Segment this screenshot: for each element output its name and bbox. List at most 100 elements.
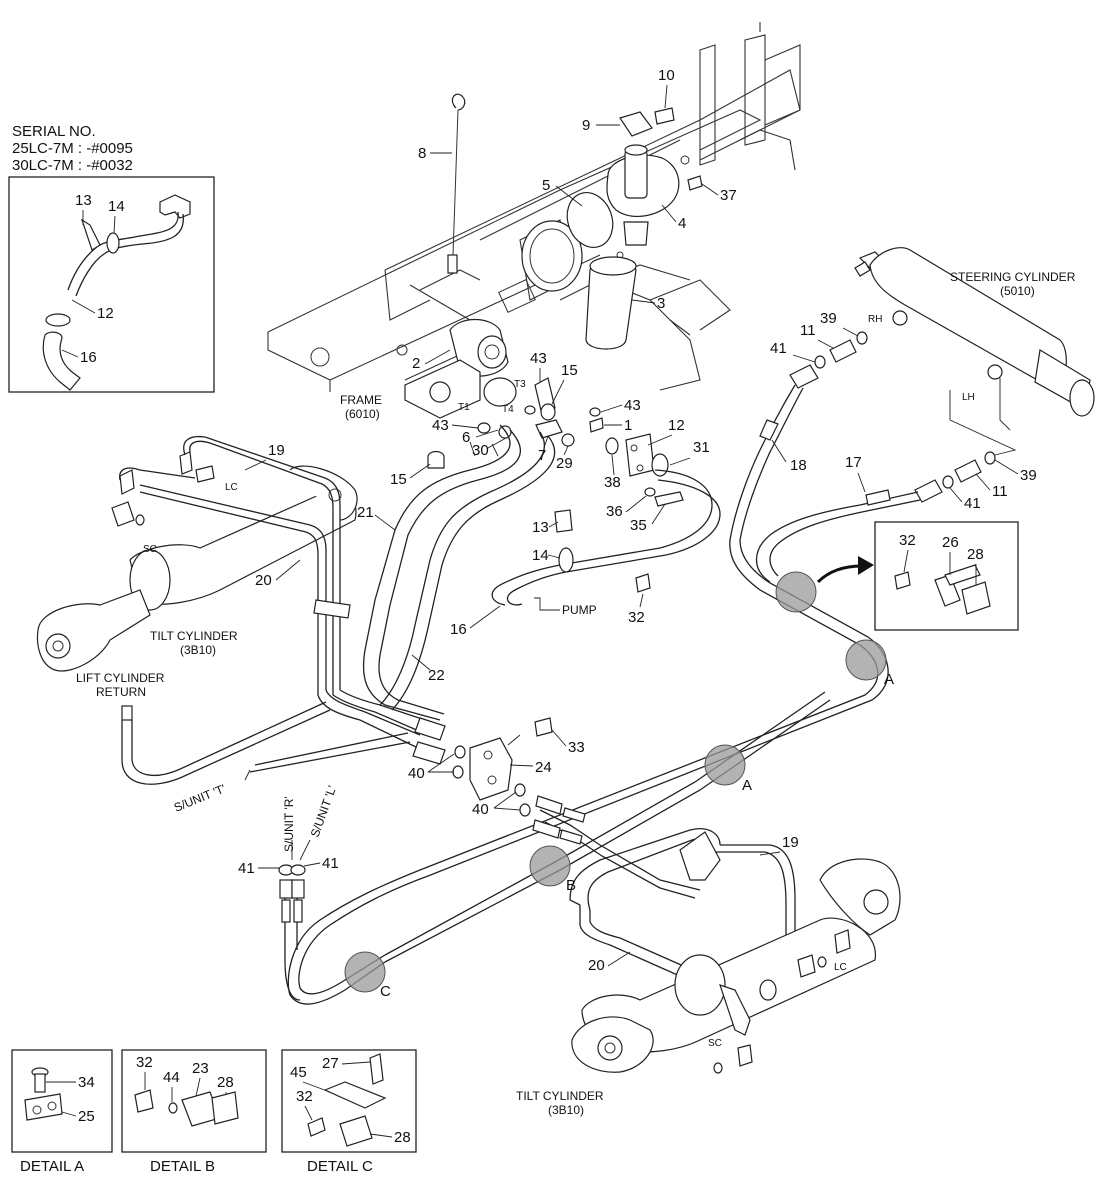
bolt-32-inset xyxy=(894,571,911,590)
hose-18-b xyxy=(739,387,869,638)
filler-neck xyxy=(624,149,648,199)
port-rh: RH xyxy=(868,314,882,325)
detail-a-part-25: 25 xyxy=(78,1108,95,1125)
tilt-cylinder-code: (3B10) xyxy=(180,643,216,657)
port-plate xyxy=(483,377,517,407)
lower-clevis xyxy=(819,858,901,936)
pipe-sunit-r xyxy=(284,885,301,1001)
detail-b-box: 32 44 23 28 DETAIL B xyxy=(121,1049,267,1175)
callout-14-inset: 14 xyxy=(108,198,125,215)
detail-spot-a1 xyxy=(845,639,887,681)
flange-12 xyxy=(625,433,655,477)
pipe-main-c xyxy=(384,699,831,963)
return-pipe-b xyxy=(131,701,327,776)
clamp-28-inset xyxy=(961,581,991,615)
detail-spot-c xyxy=(344,951,386,993)
callout-13-inset: 13 xyxy=(75,192,92,209)
o-ring-39-lh xyxy=(984,451,996,465)
callout-39-rh: 39 xyxy=(820,310,837,327)
tilt-cylinder-rod-end xyxy=(36,589,151,672)
frame-structure xyxy=(267,22,801,392)
lower-hose-end xyxy=(719,984,751,1036)
clamp-lower xyxy=(679,831,721,881)
pipe-20 xyxy=(139,484,327,690)
pipe-20-lower-b xyxy=(589,910,725,986)
callout-41-rh: 41 xyxy=(770,340,787,357)
detail-spot-upper-right xyxy=(775,571,817,613)
tilt-cylinder-label: TILT CYLINDER xyxy=(150,629,238,643)
pipe-22-b xyxy=(391,435,556,711)
callout-26-inset: 26 xyxy=(942,534,959,551)
lift-return-label-2: RETURN xyxy=(96,685,146,699)
pipe-19 xyxy=(183,435,341,690)
callout-43-a: 43 xyxy=(530,350,547,367)
serial-number-block: SERIAL NO. 25LC-7M : -#0095 30LC-7M : -#… xyxy=(8,123,215,393)
pipe-19-down xyxy=(339,689,441,726)
lift-return: LIFT CYLINDER RETURN S/UNIT 'T' xyxy=(76,671,411,815)
o-ring-41-rh xyxy=(814,355,826,369)
o-ring-43 xyxy=(477,422,491,434)
callout-4: 4 xyxy=(678,215,686,232)
pipe-21 xyxy=(362,424,511,721)
callout-41-sunit-l: 41 xyxy=(322,855,339,872)
callout-12-inset: 12 xyxy=(97,305,114,322)
detail-spot-a2 xyxy=(704,744,746,786)
callout-19-lower: 19 xyxy=(782,834,799,851)
bolt-32 xyxy=(635,573,651,593)
callout-20-lower: 20 xyxy=(588,957,605,974)
callout-6: 6 xyxy=(462,429,470,446)
o-ring-40-a xyxy=(454,745,466,759)
detail-c-box: 27 45 32 28 DETAIL C xyxy=(281,1049,417,1175)
detail-c-caption: DETAIL C xyxy=(307,1158,373,1175)
bolt-32-b xyxy=(134,1089,154,1113)
callout-3: 3 xyxy=(657,295,665,312)
callout-1: 1 xyxy=(624,417,632,434)
callout-2: 2 xyxy=(412,355,420,372)
o-ring-40-c xyxy=(514,783,526,797)
hose-17-b xyxy=(769,499,921,577)
callout-43-b: 43 xyxy=(432,417,449,434)
fitting-sc-lower xyxy=(737,1044,753,1067)
sunit-t-label: S/UNIT 'T' xyxy=(172,781,228,814)
pipe-20-lower-a xyxy=(579,905,721,996)
callout-28-inset: 28 xyxy=(967,546,984,563)
pipe-main-d xyxy=(384,691,826,956)
strainer-stem xyxy=(623,221,649,246)
callout-14: 14 xyxy=(532,547,549,564)
detail-c-part-28: 28 xyxy=(394,1129,411,1146)
sunit-t-pipe-b xyxy=(254,732,409,766)
filters: 3 2 xyxy=(412,256,665,377)
callout-33: 33 xyxy=(568,739,585,756)
detail-b-caption: DETAIL B xyxy=(150,1158,215,1175)
lift-return-label-1: LIFT CYLINDER xyxy=(76,671,165,685)
inset-pipe-12-b xyxy=(75,213,184,297)
inset-ring xyxy=(45,313,71,327)
pump-connection: 12 31 36 35 xyxy=(606,417,710,534)
detail-a-box: 34 25 DETAIL A xyxy=(11,1049,113,1175)
bolt-32-c xyxy=(307,1117,326,1137)
callout-12: 12 xyxy=(668,417,685,434)
callout-43-c: 43 xyxy=(624,397,641,414)
callout-10: 10 xyxy=(658,67,675,84)
port-lc-upper: LC xyxy=(225,482,238,493)
port-sc-upper: SC xyxy=(143,544,157,555)
callout-31: 31 xyxy=(693,439,710,456)
serial-title: SERIAL NO. xyxy=(12,123,96,140)
pipe-main-b xyxy=(298,636,889,995)
detail-b-part-23: 23 xyxy=(192,1060,209,1077)
clamp-31 xyxy=(651,453,669,477)
pipe-20-down-b xyxy=(317,694,419,749)
pipe-20-b xyxy=(139,491,319,695)
callout-40-a: 40 xyxy=(408,765,425,782)
port-sc-lower: SC xyxy=(708,1038,722,1049)
callout-35: 35 xyxy=(630,517,647,534)
callout-37: 37 xyxy=(720,187,737,204)
callout-24: 24 xyxy=(535,759,552,776)
upper-tilt-cylinder: SC LC TILT CYLINDER (3B10) 19 20 xyxy=(36,435,441,749)
callout-36: 36 xyxy=(606,503,623,520)
port-lc-lower: LC xyxy=(834,962,847,973)
steering-cylinder: STEERING CYLINDER (5010) RH LH 39 11 41 … xyxy=(770,247,1095,512)
callout-19-upper: 19 xyxy=(268,442,285,459)
detail-b-part-44: 44 xyxy=(163,1069,180,1086)
bracket-13 xyxy=(554,509,573,533)
